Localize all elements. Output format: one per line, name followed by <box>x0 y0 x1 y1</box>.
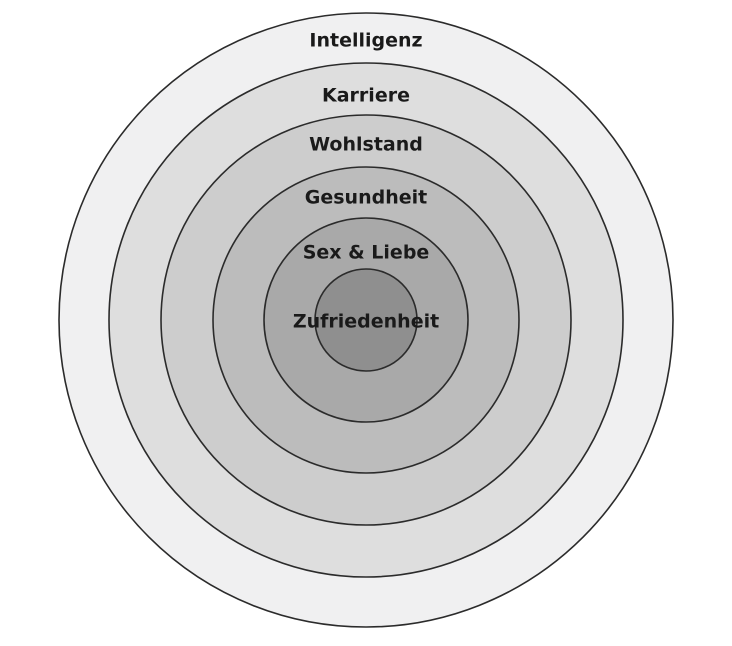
label-sex-liebe: Sex & Liebe <box>303 242 430 264</box>
labels-group: Intelligenz Karriere Wohlstand Gesundhei… <box>293 30 439 333</box>
label-zufriedenheit: Zufriedenheit <box>293 311 439 333</box>
label-intelligenz: Intelligenz <box>309 30 422 52</box>
label-gesundheit: Gesundheit <box>305 187 427 209</box>
rings-group <box>58 12 674 628</box>
label-karriere: Karriere <box>322 85 410 107</box>
ring-zufriedenheit <box>314 268 418 372</box>
label-wohlstand: Wohlstand <box>309 134 423 156</box>
